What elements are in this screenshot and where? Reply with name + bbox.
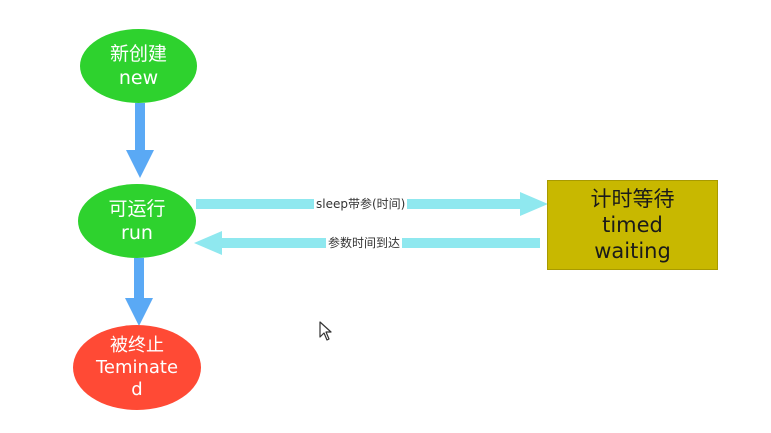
state-run-label-en: run (121, 222, 153, 244)
state-run-node: 可运行 run (78, 184, 196, 258)
sleep-edge-label: sleep带参(时间) (314, 197, 408, 212)
state-terminated-label-cn: 被终止 (110, 334, 164, 356)
arrow-new-to-run (126, 103, 154, 178)
state-timed-waiting-label-cn: 计时等待 (590, 187, 675, 211)
state-new-label-en: new (118, 67, 159, 89)
state-terminated-node: 被终止 Teminate d (73, 325, 201, 410)
state-timed-waiting-node: 计时等待 timed waiting (547, 180, 718, 270)
state-timed-waiting-label-en-2: waiting (594, 239, 671, 263)
mouse-cursor-icon (319, 321, 332, 341)
arrow-run-to-terminated (125, 258, 153, 326)
state-new-label-cn: 新创建 (109, 43, 167, 65)
state-terminated-label-en-1: Teminate (95, 356, 179, 378)
state-new-node: 新创建 new (80, 29, 197, 103)
state-run-label-cn: 可运行 (108, 198, 166, 220)
state-terminated-label-en-2: d (131, 378, 143, 400)
state-timed-waiting-label-en-1: timed (602, 213, 663, 237)
return-edge-label: 参数时间到达 (326, 236, 403, 251)
